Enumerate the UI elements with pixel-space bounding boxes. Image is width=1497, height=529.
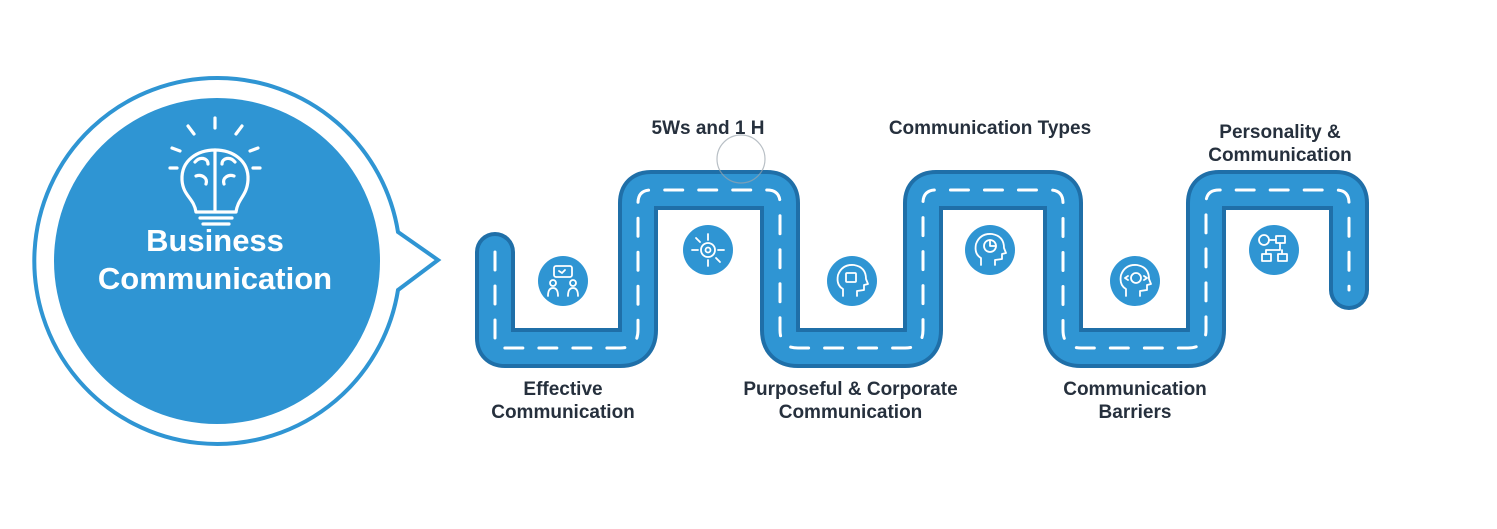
head-puzzle-icon: [822, 251, 882, 311]
hub-circle: [54, 98, 380, 424]
step-label-line: Communication Types: [888, 118, 1092, 139]
hub-title: Business Communication: [60, 222, 370, 298]
step-label-types: Communication Types: [855, 117, 1125, 140]
winding-road: [475, 170, 1369, 368]
step-label-line: 5Ws and 1 H: [651, 118, 765, 139]
cursor-ring: [716, 134, 766, 184]
hub-title-line2: Communication: [97, 261, 333, 296]
step-label-purposeful: Purposeful & Corporate Communication: [708, 378, 993, 424]
gear-flowchart-icon: [1244, 220, 1304, 280]
step-label-line: Personality &: [1219, 122, 1341, 143]
step-label-effective: Effective Communication: [472, 378, 654, 424]
road-center-dashes: [493, 188, 1351, 350]
step-badges: [533, 220, 1304, 311]
step-label-line: Purposeful & Corporate: [743, 379, 958, 400]
step-label-line: Barriers: [1098, 402, 1172, 423]
head-gear-network-icon: [678, 220, 738, 280]
step-label-line: Effective: [523, 379, 603, 400]
step-label-line: Communication: [1208, 145, 1352, 166]
step-label-line: Communication: [778, 402, 923, 423]
step-label-line: Communication: [1063, 379, 1207, 400]
team-discussion-icon: [533, 251, 593, 311]
hub-bubble: [32, 75, 442, 446]
head-cycle-icon: [1105, 251, 1165, 311]
step-label-5ws: 5Ws and 1 H: [618, 117, 798, 140]
step-label-line: Communication: [491, 402, 635, 423]
hub-title-line1: Business: [146, 223, 284, 258]
lightbulb-brain-icon: [168, 116, 262, 226]
step-label-personality: Personality & Communication: [1180, 121, 1380, 167]
step-label-barriers: Communication Barriers: [1035, 378, 1235, 424]
head-pie-chart-icon: [960, 220, 1020, 280]
